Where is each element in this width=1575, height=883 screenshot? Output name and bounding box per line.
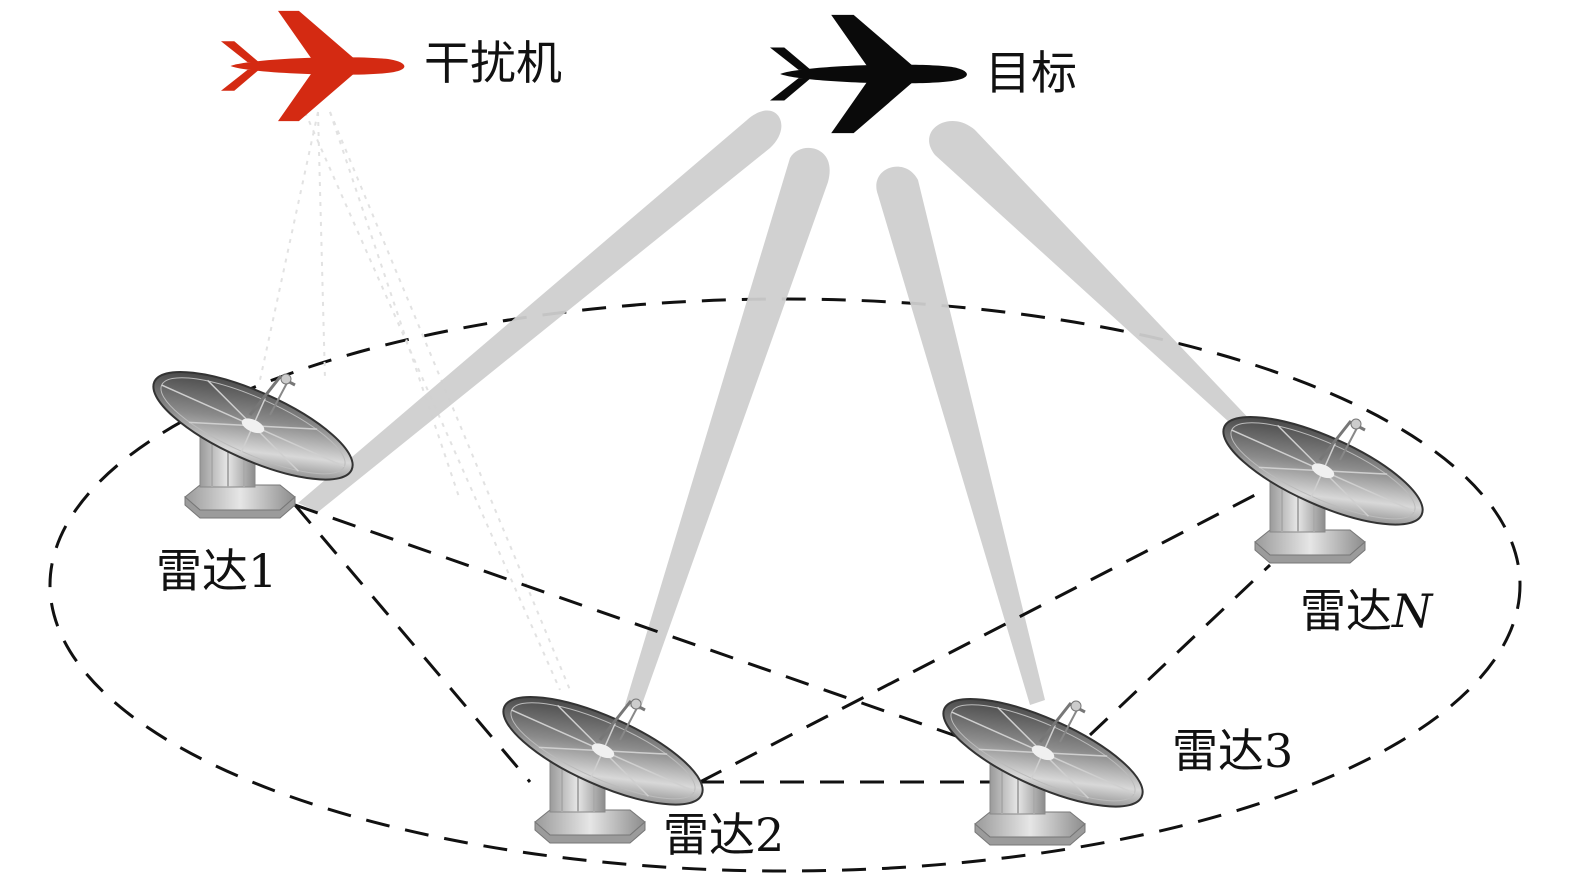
radar-n-dish-icon [1209, 394, 1438, 565]
target-label: 目标 [985, 46, 1077, 100]
radar-n-label-index: N [1392, 584, 1433, 638]
radar-n-label-prefix: 雷达 [1300, 584, 1392, 638]
radar-1-label: 雷达1 [156, 544, 278, 598]
connection-lines [293, 493, 1272, 784]
target-airplane-icon [770, 14, 967, 134]
radar-3-dish-icon [929, 676, 1158, 847]
radar-beams [298, 110, 1255, 710]
jammer-airplane-icon [221, 10, 405, 122]
radar-n-label: 雷达N [1300, 588, 1432, 634]
radar-2-label: 雷达2 [663, 808, 785, 862]
radar-3-label: 雷达3 [1172, 724, 1294, 778]
jammer-label: 干扰机 [424, 36, 562, 90]
jammer-beams [259, 111, 571, 691]
